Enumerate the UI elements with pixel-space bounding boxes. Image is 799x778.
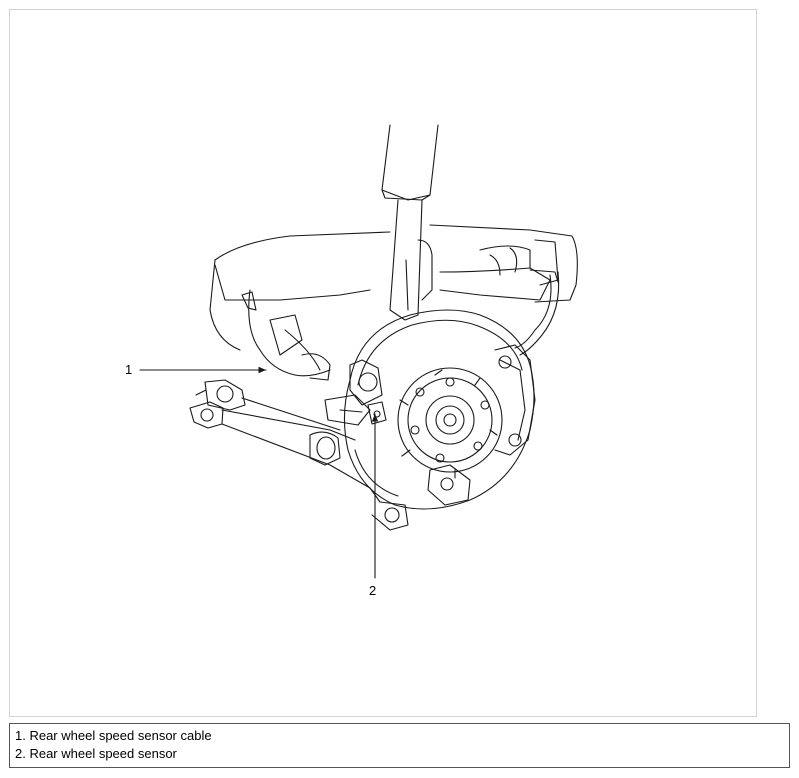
- callout-2-label: 2: [369, 583, 377, 598]
- brake-backing-plate: [343, 309, 535, 510]
- figure-frame: 1 2: [9, 9, 757, 717]
- callout-1-label: 1: [125, 362, 133, 377]
- brake-caliper: [427, 344, 536, 506]
- shock-absorber: [381, 124, 439, 321]
- wheel-hub: [397, 367, 503, 479]
- brake-line: [514, 269, 560, 356]
- speed-sensor: [367, 401, 387, 425]
- rear-suspension-illustration: [139, 124, 578, 579]
- legend-item-2: 2. Rear wheel speed sensor: [15, 746, 177, 761]
- sensor-cable: [241, 289, 331, 381]
- legend-item-1: 1. Rear wheel speed sensor cable: [15, 728, 212, 743]
- knuckle: [324, 359, 383, 426]
- lower-control-arm: [189, 379, 409, 531]
- legend: 1. Rear wheel speed sensor cable 2. Rear…: [9, 723, 790, 768]
- subframe: [209, 224, 578, 351]
